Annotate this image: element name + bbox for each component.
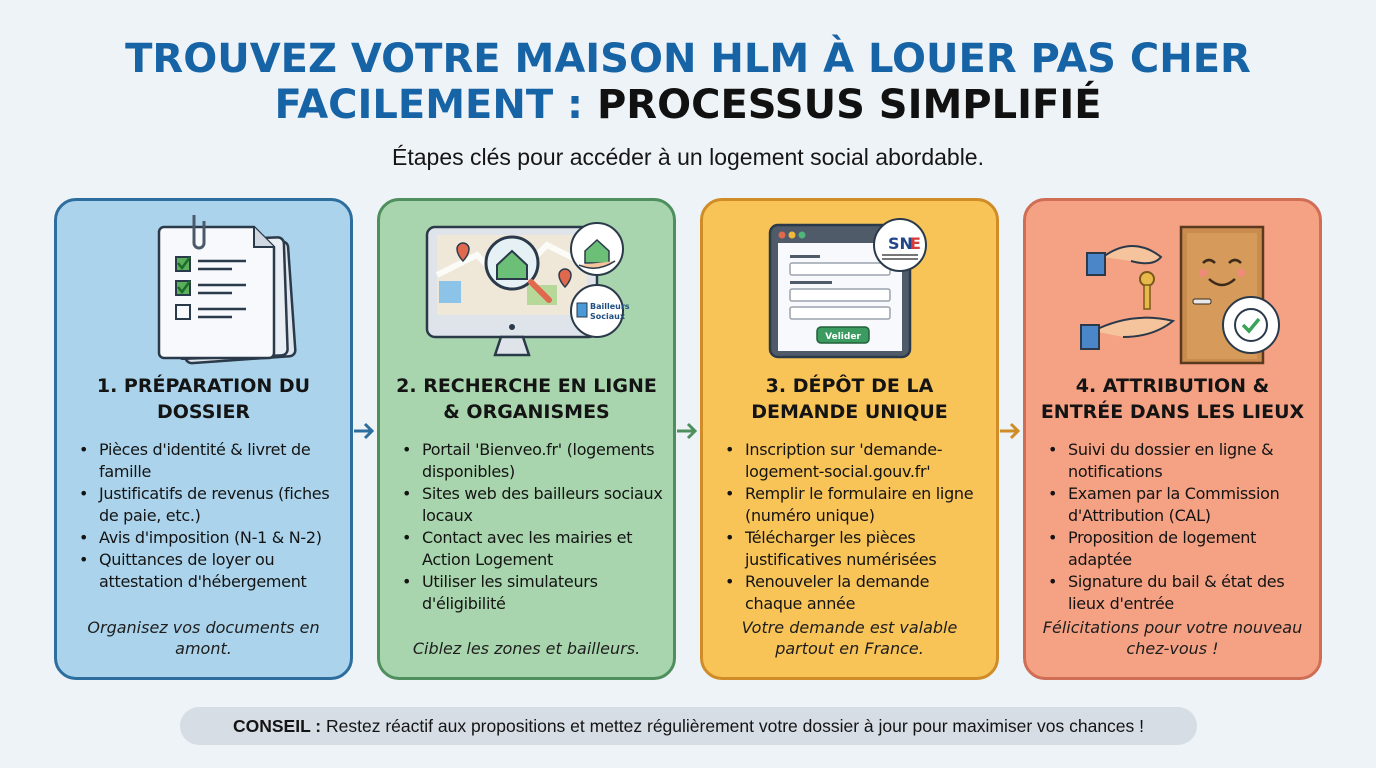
tip-text: Restez réactif aux propositions et mette… (326, 716, 1145, 736)
arrow-right-icon (677, 422, 698, 440)
svg-text:E: E (910, 234, 921, 253)
step-bullets: Pièces d'identité & livret de famille Ju… (79, 439, 340, 593)
step-note: Ciblez les zones et bailleurs. (412, 639, 641, 658)
bullet-item: Proposition de logement adaptée (1048, 527, 1309, 571)
step-note: Organisez vos documents en amont. (87, 618, 320, 658)
bullet-item: Justificatifs de revenus (fiches de paie… (79, 483, 340, 527)
step-title: 4. ATTRIBUTION & ENTRÉE DANS LES LIEUX (1040, 375, 1305, 423)
svg-text:SN: SN (888, 234, 913, 253)
step-bullets: Suivi du dossier en ligne & notification… (1048, 439, 1309, 615)
step-note: Votre demande est valable partout en Fra… (741, 618, 958, 658)
key-handover-door-icon (1079, 225, 1280, 365)
bailleurs-badge-text: Bailleurs (590, 302, 630, 311)
online-map-search-icon: Bailleurs Sociaux (425, 222, 630, 357)
tip-banner: CONSEIL : Restez réactif aux proposition… (180, 707, 1197, 745)
svg-text:Sociaux: Sociaux (590, 312, 626, 321)
step-card-3: Velider SN E 3. DÉPÔT DE LA DEMANDE UNIQ… (700, 198, 999, 680)
tip-label: CONSEIL : (232, 716, 322, 736)
arrow-right-icon (1000, 422, 1021, 440)
bullet-item: Utiliser les simulateurs d'éligibilité (402, 571, 663, 615)
validate-button-text: Velider (825, 332, 861, 342)
step-title: 1. PRÉPARATION DU DOSSIER (96, 375, 311, 423)
subtitle: Étapes clés pour accéder à un logement s… (392, 144, 984, 170)
step-bullets: Inscription sur 'demande-logement-social… (725, 439, 986, 615)
bullet-item: Contact avec les mairies et Action Logem… (402, 527, 663, 571)
arrow-right-icon (354, 422, 375, 440)
bullet-item: Portail 'Bienveo.fr' (logements disponib… (402, 439, 663, 483)
bullet-item: Renouveler la demande chaque année (725, 571, 986, 615)
step-title: 2. RECHERCHE EN LIGNE & ORGANISMES (396, 375, 657, 423)
bullet-item: Remplir le formulaire en ligne (numéro u… (725, 483, 986, 527)
step-card-1: 1. PRÉPARATION DU DOSSIER Pièces d'ident… (54, 198, 353, 680)
bullet-item: Inscription sur 'demande-logement-social… (725, 439, 986, 483)
step-note: Félicitations pour votre nouveau chez-vo… (1042, 618, 1303, 658)
step-card-2: Bailleurs Sociaux 2. RECHERCHE EN LIGNE … (377, 198, 676, 680)
bullet-item: Suivi du dossier en ligne & notification… (1048, 439, 1309, 483)
step-bullets: Portail 'Bienveo.fr' (logements disponib… (402, 439, 663, 615)
step-title: 3. DÉPÔT DE LA DEMANDE UNIQUE (751, 375, 948, 423)
bullet-item: Télécharger les pièces justificatives nu… (725, 527, 986, 571)
bullet-item: Pièces d'identité & livret de famille (79, 439, 340, 483)
online-form-icon: Velider SN E (768, 218, 927, 359)
checklist-documents-icon (157, 215, 297, 365)
step-card-4: 4. ATTRIBUTION & ENTRÉE DANS LES LIEUX S… (1023, 198, 1322, 680)
title-line-1: TROUVEZ VOTRE MAISON HLM À LOUER PAS CHE… (125, 36, 1251, 82)
bullet-item: Sites web des bailleurs sociaux locaux (402, 483, 663, 527)
bullet-item: Avis d'imposition (N-1 & N-2) (79, 527, 340, 549)
page-title: TROUVEZ VOTRE MAISON HLM À LOUER PAS CHE… (0, 36, 1376, 128)
bullet-item: Examen par la Commission d'Attribution (… (1048, 483, 1309, 527)
bullet-item: Quittances de loyer ou attestation d'héb… (79, 549, 340, 593)
bullet-item: Signature du bail & état des lieux d'ent… (1048, 571, 1309, 615)
title-line-2: FACILEMENT : PROCESSUS SIMPLIFIÉ (0, 82, 1376, 128)
title-dark-part: PROCESSUS SIMPLIFIÉ (596, 82, 1102, 128)
title-blue-part: FACILEMENT : (274, 82, 584, 128)
